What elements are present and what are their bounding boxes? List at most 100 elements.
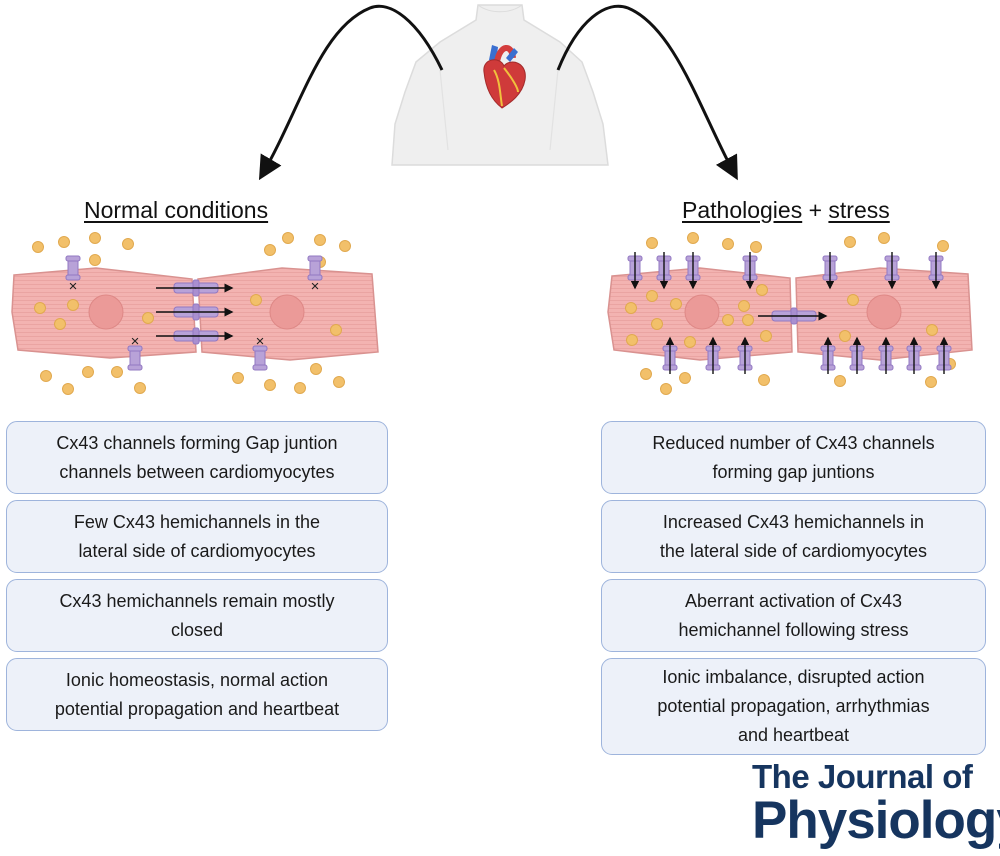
box-line: Cx43 hemichannels remain mostly [59,590,335,611]
ion-dot [54,318,66,330]
normal-box-few-hemichannels: Few Cx43 hemichannels in the lateral side… [6,500,388,573]
stress-label: stress [828,197,890,223]
ion-dot [339,240,351,252]
nucleus [866,294,902,330]
ion-dot [250,294,262,306]
ion-dot [82,366,94,378]
ion-dot [40,370,52,382]
normal-box-homeostasis: Ionic homeostasis, normal action potentia… [6,658,388,731]
ion-dot [330,324,342,336]
box-line: the lateral side of cardiomyocytes [659,540,928,561]
ion-dot [34,302,46,314]
box-line: hemichannel following stress [678,619,909,640]
ion-dot [294,382,306,394]
ion-dot [738,300,750,312]
arrow-to-normal [258,4,444,181]
normal-box-gap-junction: Cx43 channels forming Gap juntion channel… [6,421,388,494]
box-line: channels between cardiomyocytes [59,461,335,482]
nucleus [684,294,720,330]
hemichannel-icon [252,345,268,371]
arrow-to-pathology [556,4,738,181]
ion-dot [264,244,276,256]
stress-box-reduced-channels: Reduced number of Cx43 channels forming g… [601,421,986,494]
box-line: Cx43 channels forming Gap juntion [56,432,338,453]
ion-dot [142,312,154,324]
pathologies-stress-heading: Pathologies + stress [682,197,890,224]
normal-box-closed-hemichannels: Cx43 hemichannels remain mostly closed [6,579,388,652]
ion-dot [834,375,846,387]
box-line: forming gap juntions [712,461,875,482]
ion-dot [626,334,638,346]
gap-junction-arrows [156,283,234,341]
stress-box-ionic-imbalance: Ionic imbalance, disrupted action potenti… [601,658,986,755]
hemichannel-icon [307,255,323,281]
ion-dot [310,363,322,375]
ion-dot [646,237,658,249]
heart-icon [483,45,526,109]
ion-dot [925,376,937,388]
journal-logo-line2: Physiology [752,791,1000,850]
closed-marker: × [256,333,265,350]
normal-conditions-label: Normal conditions [84,197,269,223]
box-line: Few Cx43 hemichannels in the [73,511,321,532]
box-line: Ionic imbalance, disrupted action [662,667,925,687]
ion-dot [722,314,734,326]
pathologies-label: Pathologies [682,197,803,223]
ion-dot [756,284,768,296]
ion-dot [640,368,652,380]
ion-dot [758,374,770,386]
box-line: closed [170,619,224,640]
ion-dot [844,236,856,248]
ion-dot [722,238,734,250]
box-line: potential propagation, arrhythmias [657,696,930,716]
ion-dot [264,379,276,391]
ions-normal [32,232,351,395]
ion-dot [625,302,637,314]
ion-dot [926,324,938,336]
journal-logo: The Journal of Physiology [752,758,1000,848]
ion-dot [89,232,101,244]
ion-dot [937,240,949,252]
box-line: potential propagation and heartbeat [54,698,340,719]
closed-marker: × [69,278,78,295]
box-line: Increased Cx43 hemichannels in [662,511,925,532]
box-line: lateral side of cardiomyocytes [78,540,316,561]
ion-dot [232,372,244,384]
ion-dot [839,330,851,342]
ion-dot [847,294,859,306]
journal-logo-line1: The Journal of [752,758,973,795]
ion-dot [684,336,696,348]
ion-dot [742,314,754,326]
hemichannel-icon [820,345,836,371]
closed-marker: × [311,278,320,295]
ions-stress [625,232,956,395]
normal-cardiomyocytes [11,267,379,361]
ion-dot [67,299,79,311]
stress-box-increased-hemichannels: Increased Cx43 hemichannels in the latera… [601,500,986,573]
ion-dot [760,330,772,342]
hemichannel-icon [127,345,143,371]
box-line: and heartbeat [737,725,850,745]
ion-dot [32,241,44,253]
ion-dot [122,238,134,250]
box-line: Ionic homeostasis, normal action [65,669,329,690]
nucleus [269,294,305,330]
ion-dot [62,383,74,395]
ion-dot [89,254,101,266]
ion-dot [646,290,658,302]
ion-dot [282,232,294,244]
ion-dot [679,372,691,384]
box-line: Reduced number of Cx43 channels [652,432,935,453]
nucleus [88,294,124,330]
ion-dot [134,382,146,394]
hemichannels-stress [627,252,952,374]
ion-dot [651,318,663,330]
ion-dot [687,232,699,244]
normal-conditions-heading: Normal conditions [84,197,268,224]
hemichannel-icon [65,255,81,281]
ion-dot [314,234,326,246]
ion-dot [670,298,682,310]
ion-dot [333,376,345,388]
ion-dot [878,232,890,244]
